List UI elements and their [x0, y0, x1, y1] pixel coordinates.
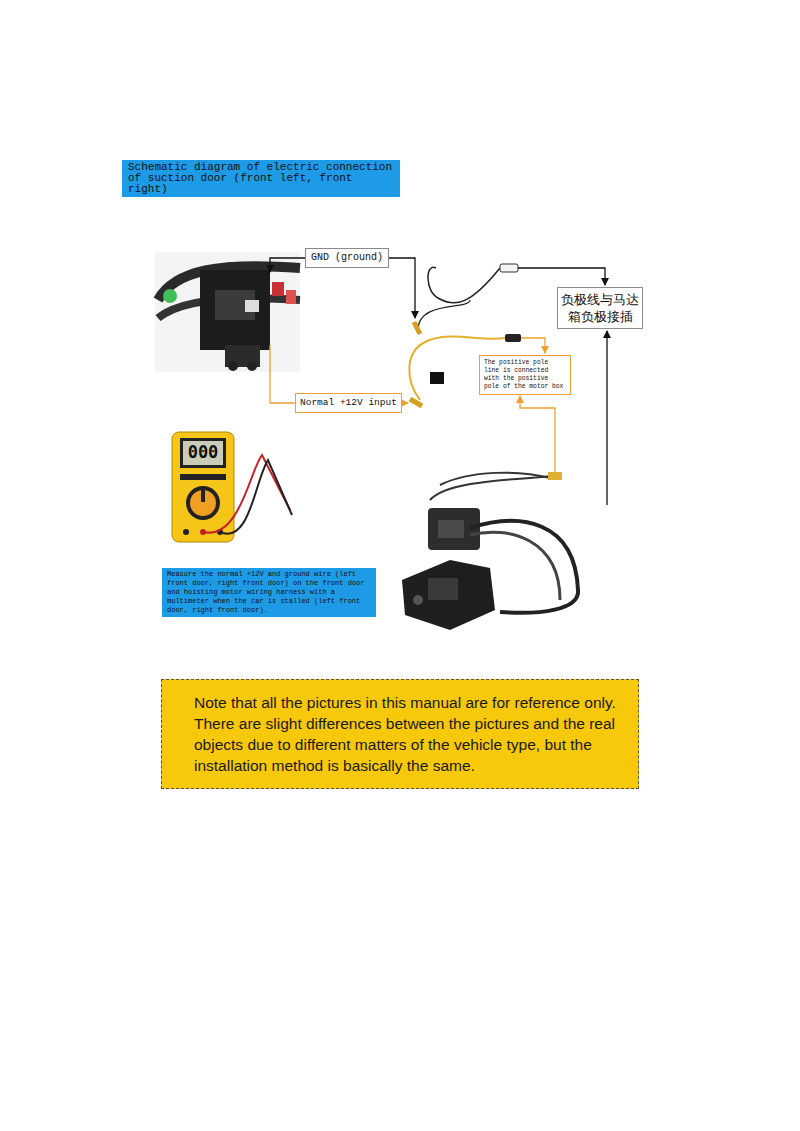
drawing-part: [414, 322, 420, 334]
drawing-part: [201, 490, 205, 502]
leader-line: [520, 396, 555, 478]
drawing-part: [428, 267, 500, 303]
leader-line: [606, 331, 607, 345]
drawing-part: [245, 300, 259, 312]
drawing-part: [180, 474, 226, 480]
drawing-part: [200, 270, 270, 350]
drawing-part: [228, 361, 238, 371]
fuse-box-photo: [155, 252, 300, 372]
drawing-part: [438, 520, 464, 538]
drawing-part: [402, 560, 495, 630]
leader-line: [521, 338, 545, 353]
leader-line: [606, 345, 607, 505]
drawing-part: [428, 578, 458, 600]
drawing-part: [430, 475, 560, 500]
drawing-part: [186, 486, 220, 520]
negative-connector-box: 负极线与马达箱负极接插: [557, 287, 643, 329]
door-lock-motor-photo: [402, 472, 578, 630]
multimeter-photo: [172, 432, 292, 542]
drawing-part: [203, 455, 290, 533]
drawing-part: [155, 252, 300, 372]
title-band: Schematic diagram of electric connection…: [122, 160, 400, 197]
box-text: The positive pole line is connected with…: [484, 359, 566, 391]
drawing-part: [247, 361, 257, 371]
drawing-part: [500, 264, 518, 272]
drawing-part: [220, 460, 292, 534]
drawing-part: [163, 289, 177, 303]
drawing-part: [272, 282, 284, 296]
power-input-box: Normal +12V input: [295, 393, 402, 413]
leader-line: [270, 258, 305, 272]
ground-box: GND (ground): [305, 248, 389, 268]
drawing-part: [430, 372, 444, 384]
title-text: Schematic diagram of electric connection…: [128, 162, 394, 195]
drawing-part: [505, 334, 521, 342]
box-text: Measure the normal +12V and ground wire …: [167, 570, 371, 615]
drawing-part: [410, 399, 422, 406]
positive-pole-box: The positive pole line is connected with…: [479, 355, 571, 395]
box-text: Note that all the pictures in this manua…: [194, 692, 618, 776]
reference-note-box: Note that all the pictures in this manua…: [161, 679, 639, 789]
drawing-part: [183, 441, 223, 465]
drawing-part: [190, 490, 216, 516]
drawing-part: [183, 529, 189, 535]
leader-line: [270, 345, 295, 403]
drawing-part: [286, 290, 296, 304]
measure-note-band: Measure the normal +12V and ground wire …: [162, 568, 376, 617]
drawing-part: [418, 300, 470, 330]
box-text: 负极线与马达箱负极接插: [561, 291, 639, 325]
leader-line: [518, 268, 605, 285]
box-text: GND (ground): [311, 252, 383, 264]
box-text: Normal +12V input: [300, 397, 397, 409]
drawing-part: [413, 595, 423, 605]
drawing-part: [440, 473, 550, 485]
drawing-part: [548, 472, 562, 480]
multimeter-reading: 000: [184, 442, 222, 462]
drawing-part: [180, 438, 226, 468]
